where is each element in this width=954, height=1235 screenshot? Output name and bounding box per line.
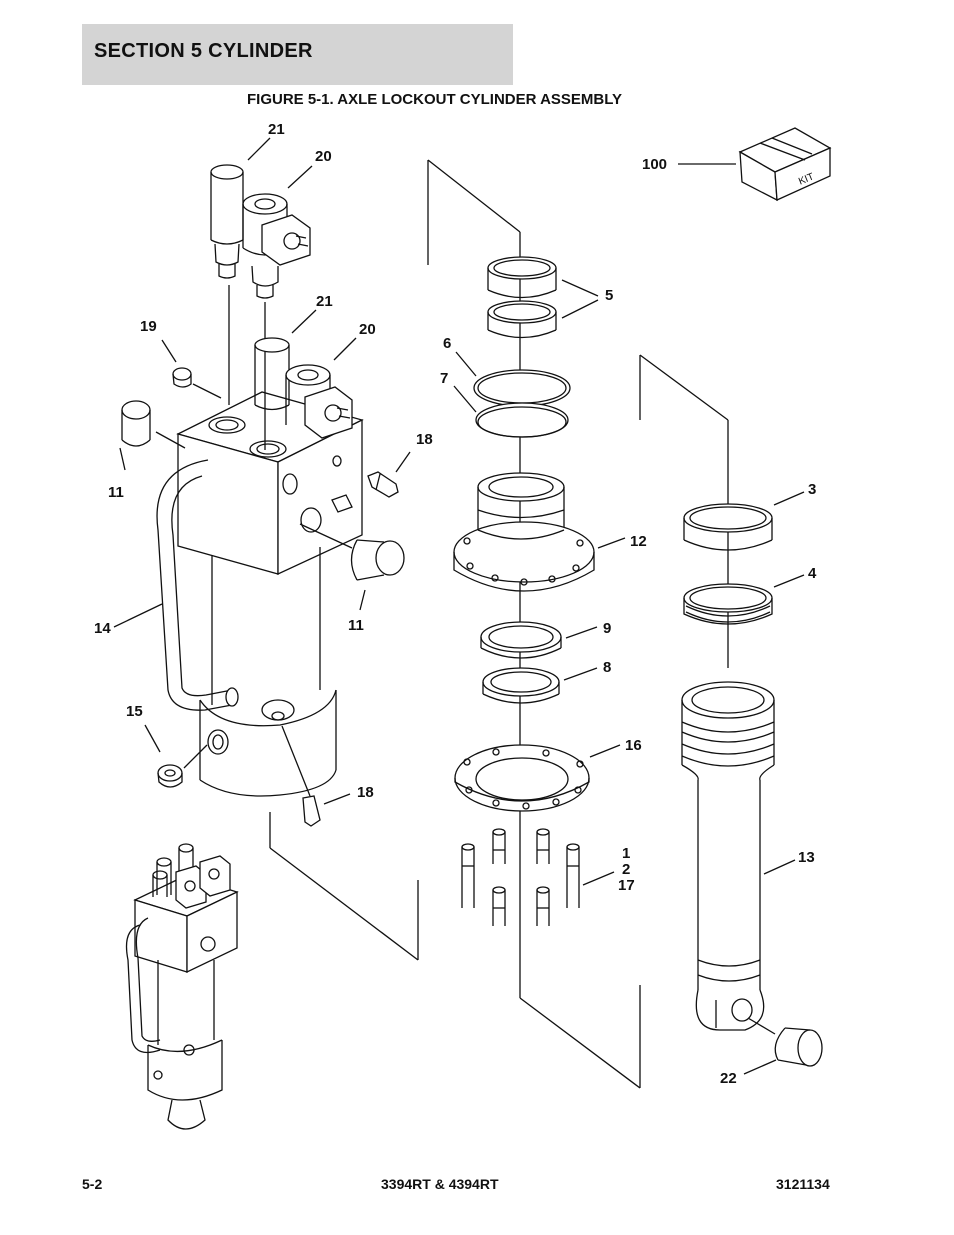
- cylinder-barrel: [199, 547, 337, 797]
- seal-5-lower: [487, 300, 557, 339]
- kit-text: KIT: [797, 171, 816, 187]
- bushing-11-lower: [350, 539, 405, 581]
- callout-8: 8: [603, 659, 611, 676]
- callout-20a: 20: [315, 148, 332, 165]
- ring-6: [473, 369, 571, 407]
- cylinder-head-12: [453, 472, 595, 592]
- cartridge-valve-21-upper: [210, 164, 244, 279]
- callout-14: 14: [94, 620, 111, 637]
- flange-plate-16: [454, 744, 590, 812]
- bolt: [566, 843, 580, 908]
- callout-18a: 18: [416, 431, 433, 448]
- o-ring-7: [475, 402, 569, 438]
- assembled-cylinder-view: [125, 843, 239, 1130]
- callout-2: 2: [622, 861, 630, 878]
- footer-model: 3394RT & 4394RT: [381, 1176, 499, 1192]
- figure-title: FIGURE 5-1. AXLE LOCKOUT CYLINDER ASSEMB…: [247, 91, 623, 108]
- bolt: [461, 843, 475, 908]
- bushing-22: [774, 1027, 823, 1067]
- fitting-18-lower: [302, 795, 321, 827]
- seal-3: [683, 503, 773, 551]
- plug-15: [157, 764, 183, 788]
- hydraulic-tube: [156, 459, 239, 711]
- callout-15: 15: [126, 703, 143, 720]
- seal-5-upper: [487, 256, 557, 299]
- bushing-11-upper: [121, 400, 151, 447]
- solenoid-valve-20-upper: [242, 193, 311, 299]
- callout-21a: 21: [268, 121, 285, 138]
- kit-box: KIT: [738, 127, 832, 202]
- callout-100: 100: [642, 156, 667, 173]
- bolt: [492, 886, 506, 926]
- seal-9: [480, 621, 562, 659]
- callout-19: 19: [140, 318, 157, 335]
- callout-17: 17: [618, 877, 635, 894]
- callout-3: 3: [808, 481, 816, 498]
- callout-9: 9: [603, 620, 611, 637]
- callout-13: 13: [798, 849, 815, 866]
- callout-21b: 21: [316, 293, 333, 310]
- callout-20b: 20: [359, 321, 376, 338]
- callout-6: 6: [443, 335, 451, 352]
- seal-8: [482, 667, 560, 704]
- callout-11a: 11: [108, 484, 124, 501]
- solenoid-valve-20-lower: [285, 364, 353, 439]
- callout-1: 1: [622, 845, 630, 862]
- bolt: [536, 886, 550, 926]
- footer-doc-number: 3121134: [776, 1176, 830, 1192]
- cylinder-rod-13: [681, 681, 775, 1031]
- fitting-18-upper: [367, 471, 399, 498]
- section-title: SECTION 5 CYLINDER: [94, 40, 313, 62]
- callout-4: 4: [808, 565, 817, 582]
- callout-18b: 18: [357, 784, 374, 801]
- bolt: [492, 828, 506, 864]
- callout-5: 5: [605, 287, 613, 304]
- callout-22: 22: [720, 1070, 737, 1087]
- plug-19: [172, 367, 192, 388]
- bolt-set: [461, 828, 580, 926]
- callout-7: 7: [440, 370, 448, 387]
- section-header-bar: [82, 24, 513, 85]
- footer-page-number: 5-2: [82, 1176, 103, 1192]
- bolt: [536, 828, 550, 864]
- piston-4: [683, 583, 773, 625]
- callout-16: 16: [625, 737, 642, 754]
- callout-12: 12: [630, 533, 647, 550]
- callout-11b: 11: [348, 617, 364, 634]
